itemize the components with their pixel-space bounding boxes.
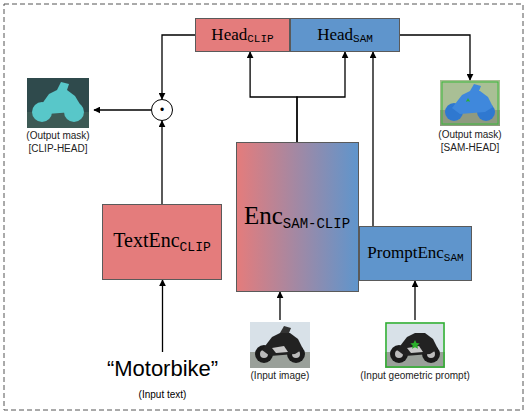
clip-mask-image [27, 78, 89, 128]
arrow [372, 52, 373, 226]
module-name: Head [317, 25, 353, 44]
arrow [161, 121, 162, 204]
input-photo [250, 322, 310, 368]
arrow [94, 109, 151, 110]
process-box: EncSAM-CLIP [236, 142, 359, 292]
process-box: PromptEncSAM [359, 226, 472, 281]
module-name: PromptEnc [367, 243, 444, 262]
label-group: TextEncCLIP [113, 229, 211, 254]
module-name: TextEnc [113, 229, 179, 251]
sam-mask-image [440, 80, 500, 126]
caption: (Output mask) [438, 129, 501, 142]
caption: (Input text) [139, 388, 187, 401]
module-subscript: SAM [444, 252, 464, 264]
caption: [CLIP-HEAD] [29, 143, 88, 156]
process-box: HeadSAM [290, 18, 400, 52]
arrow [414, 281, 415, 320]
prompt-photo [385, 322, 445, 368]
label-group: EncSAM-CLIP [244, 202, 350, 232]
label-group: PromptEncSAM [367, 243, 463, 264]
arrow [400, 35, 470, 80]
module-subscript: CLIP [180, 240, 211, 255]
caption: (Output mask) [26, 130, 89, 143]
label-group: HeadSAM [317, 25, 373, 46]
arrow [162, 35, 195, 99]
module-name: Head [211, 25, 247, 44]
operator-symbol: • [160, 104, 164, 116]
image-panel: (Input image) [240, 320, 320, 404]
image-panel: (Output mask)[SAM-HEAD] [425, 80, 515, 162]
dashed-border [4, 4, 523, 410]
input-word: “Motorbike” [107, 355, 218, 384]
module-name: Enc [244, 202, 283, 229]
input-text: “Motorbike” (Input text) [95, 352, 230, 406]
image-panel: (Input geometric prompt) [355, 320, 475, 404]
module-subscript: SAM [353, 33, 373, 45]
process-box: TextEncCLIP [102, 204, 222, 280]
module-subscript: SAM-CLIP [283, 216, 350, 232]
arrow [162, 280, 163, 352]
arrow [250, 52, 297, 142]
arrow [279, 292, 280, 320]
multiply-operator: • [151, 99, 173, 121]
caption: (Input geometric prompt) [360, 370, 470, 383]
arrow [297, 52, 345, 142]
caption: [SAM-HEAD] [441, 142, 499, 155]
process-box: HeadCLIP [195, 18, 290, 52]
module-subscript: CLIP [247, 33, 273, 45]
caption: (Input image) [251, 370, 310, 383]
image-panel: (Output mask)[CLIP-HEAD] [22, 78, 94, 162]
label-group: HeadCLIP [211, 25, 273, 46]
